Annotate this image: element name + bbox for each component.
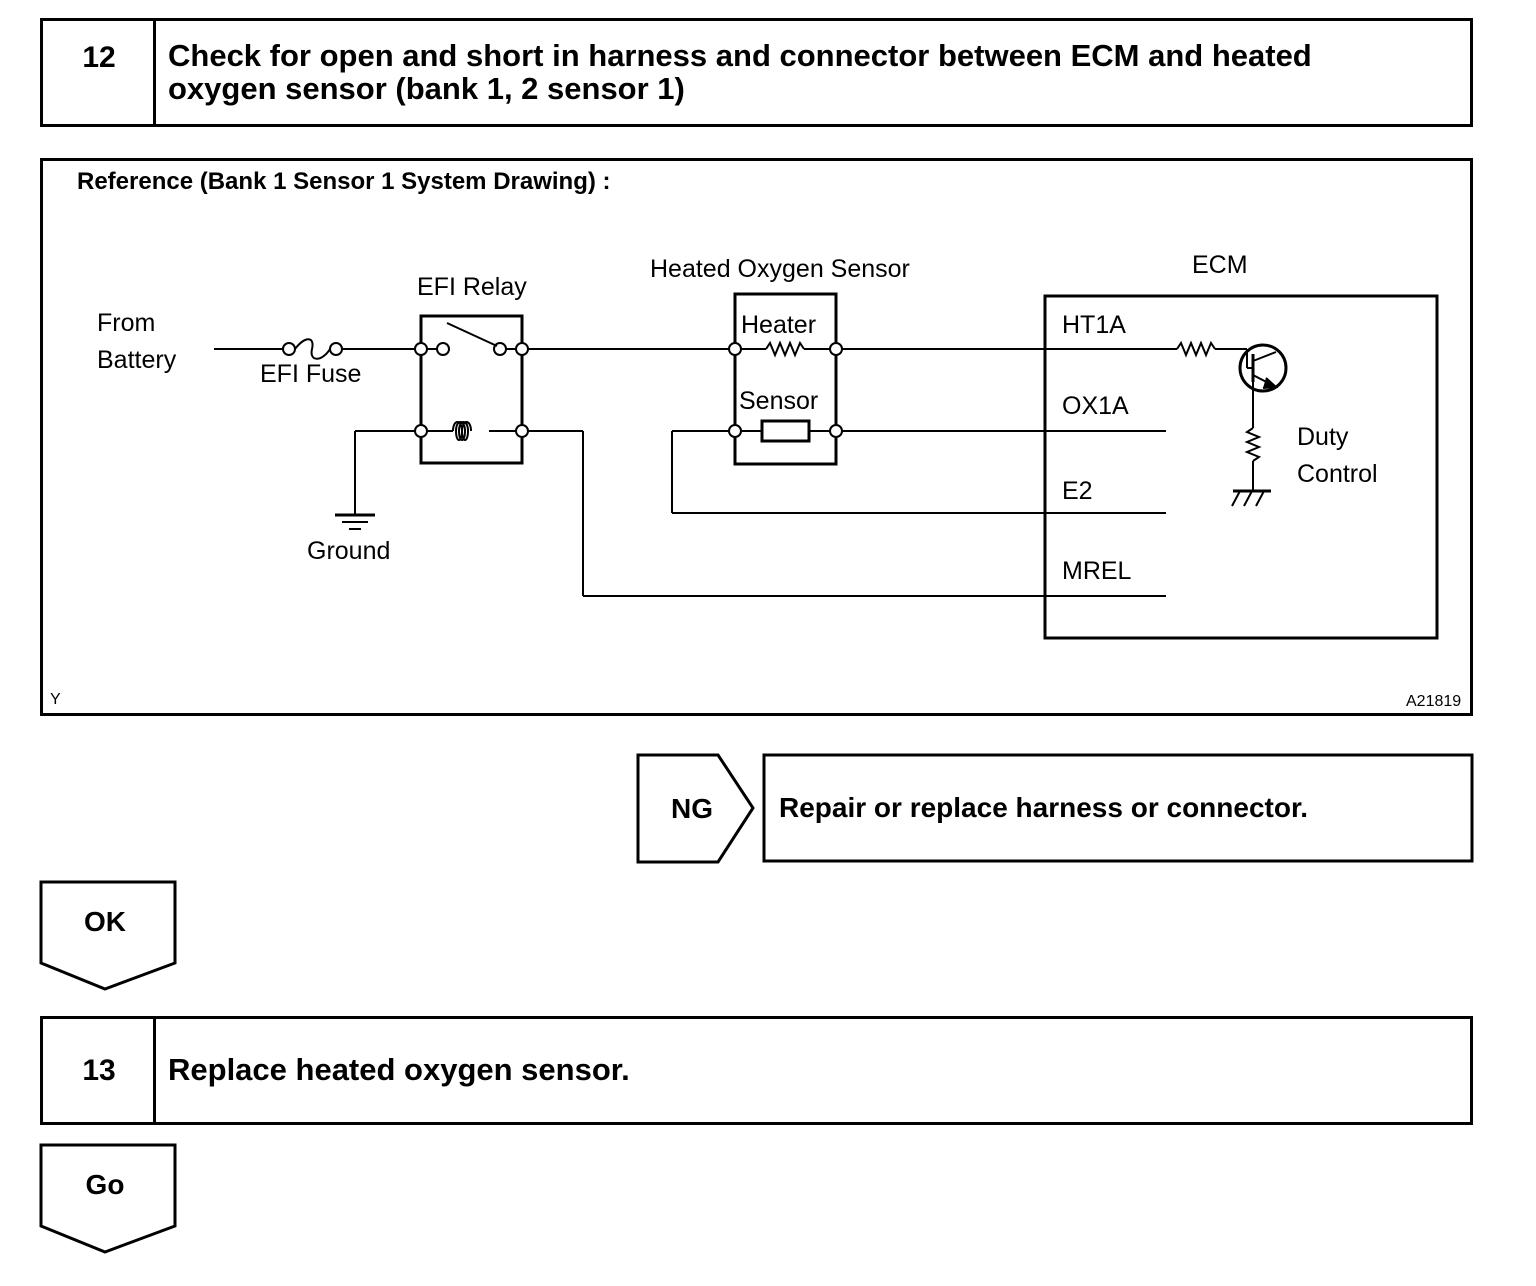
- step-13-title: Replace heated oxygen sensor.: [168, 1052, 630, 1087]
- reference-diagram-box: [40, 158, 1473, 716]
- step-12-divider: [153, 21, 156, 124]
- heater-element-symbol: [728, 340, 843, 358]
- ecm-ground-symbol: [1231, 489, 1271, 507]
- sensor-label: Sensor: [739, 387, 818, 415]
- ng-result-text: Repair or replace harness or connector.: [779, 792, 1309, 823]
- heater-label: Heater: [741, 311, 816, 339]
- ok-label: OK: [84, 906, 126, 937]
- sensor-title-label: Heated Oxygen Sensor: [650, 255, 910, 283]
- efi-relay-label: EFI Relay: [417, 273, 527, 301]
- efi-relay-box: [419, 314, 524, 465]
- step-12-title: Check for open and short in harness and …: [168, 39, 1312, 105]
- ground-label: Ground: [307, 537, 390, 565]
- ecm-box: [1043, 294, 1439, 640]
- ng-label: NG: [671, 793, 713, 824]
- ht1a-label: HT1A: [1062, 311, 1126, 339]
- step-13-box: 13 Replace heated oxygen sensor.: [40, 1016, 1473, 1125]
- duty-label-line1: Duty: [1297, 423, 1349, 451]
- ox1a-label: OX1A: [1062, 392, 1129, 420]
- transistor-symbol: [1238, 343, 1288, 393]
- duty-label-line2: Control: [1297, 460, 1378, 488]
- ground-symbol: [335, 513, 375, 530]
- go-indicator: Go: [39, 1143, 177, 1254]
- corner-right-code: A21819: [1406, 693, 1461, 710]
- step-12-title-line2: oxygen sensor (bank 1, 2 sensor 1): [168, 71, 685, 106]
- sensor-element-symbol: [728, 419, 843, 443]
- step-12-box: 12 Check for open and short in harness a…: [40, 18, 1473, 127]
- efi-fuse-label: EFI Fuse: [260, 360, 361, 388]
- step-12-number: 12: [82, 41, 116, 74]
- step-13-number: 13: [82, 1054, 116, 1087]
- step-12-title-line1: Check for open and short in harness and …: [168, 38, 1312, 73]
- duty-resistor-symbol: [1244, 427, 1262, 491]
- go-label: Go: [86, 1169, 125, 1200]
- efi-fuse-symbol: [282, 338, 343, 360]
- e2-label: E2: [1062, 477, 1093, 505]
- relay-switch-symbol: [414, 322, 529, 356]
- step-13-divider: [153, 1019, 156, 1122]
- ecm-label: ECM: [1192, 251, 1248, 279]
- reference-title: Reference (Bank 1 Sensor 1 System Drawin…: [77, 168, 611, 195]
- ok-indicator: OK: [39, 880, 177, 991]
- corner-left-code: Y: [50, 691, 61, 708]
- ng-indicator: NG: [636, 753, 755, 864]
- relay-coil-symbol: [414, 421, 529, 441]
- from-label-line2: Battery: [97, 346, 177, 374]
- ht1a-resistor-symbol: [1176, 340, 1247, 358]
- from-label-line1: From: [97, 309, 155, 337]
- mrel-label: MREL: [1062, 557, 1132, 585]
- heated-oxygen-sensor-box: [733, 292, 838, 466]
- ng-result-box: [762, 753, 1474, 863]
